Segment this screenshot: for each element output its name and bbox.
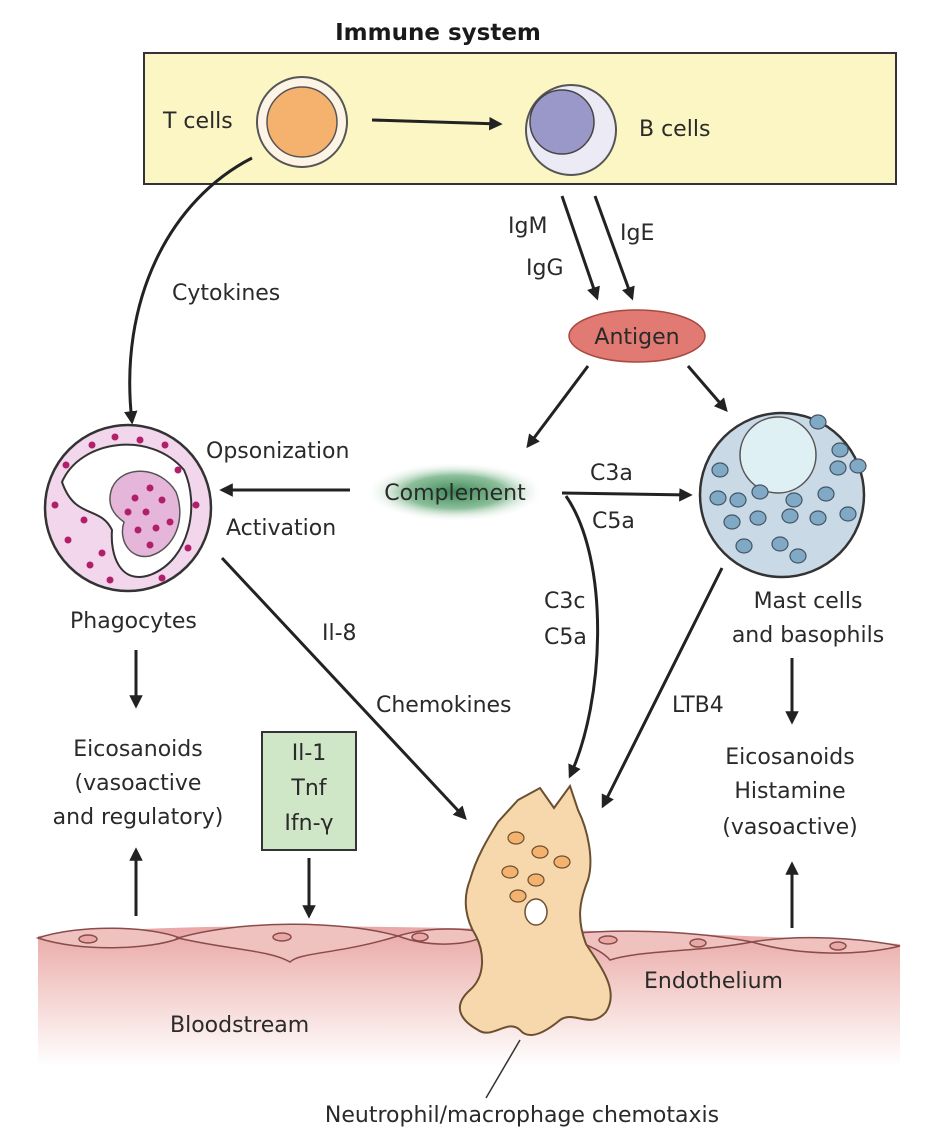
eicosanoids-right-line1: Eicosanoids <box>725 745 854 770</box>
neutrophil-icon <box>458 783 612 1036</box>
igg-label: IgG <box>526 256 564 281</box>
activation-label: Activation <box>226 516 336 541</box>
ige-arrow <box>593 195 635 301</box>
diagram-title: Immune system <box>335 20 541 46</box>
mast-cells-label-line2: and basophils <box>732 623 884 648</box>
antigen-node <box>568 309 706 363</box>
il8-label: Il-8 <box>322 621 357 646</box>
cytokine-box-line3: Ifn-γ <box>284 811 333 836</box>
t-to-b-arrow <box>371 116 503 131</box>
complement-to-neutrophil-arrow <box>564 495 600 779</box>
mast-cell-icon <box>698 411 867 579</box>
c3c-label: C3c <box>544 589 585 614</box>
phagocyte-icon <box>43 423 213 593</box>
igm-igg-arrow <box>560 195 600 301</box>
antigen-label: Antigen <box>594 325 679 350</box>
opsonization-label: Opsonization <box>206 439 349 464</box>
endothelium-label: Endothelium <box>644 969 783 994</box>
eicosanoids-left-line3: and regulatory) <box>53 805 224 830</box>
chemokines-label: Chemokines <box>376 693 512 718</box>
eicosanoids-left-line2: (vasoactive <box>75 771 202 796</box>
endothelium-layer <box>35 923 901 963</box>
bloodstream-label: Bloodstream <box>170 1013 309 1038</box>
eicosanoids-right-line3: (vasoactive) <box>722 815 857 840</box>
eicosanoids-left-line1: Eicosanoids <box>73 737 202 762</box>
cytokines-label: Cytokines <box>172 281 280 306</box>
ltb4-arrow <box>601 567 724 809</box>
cytokines-arrow <box>124 156 253 425</box>
t-cell-icon <box>256 76 348 168</box>
cytokine-box <box>261 731 357 851</box>
ltb4-label: LTB4 <box>672 693 724 718</box>
il8-chemokines-arrow <box>220 556 467 820</box>
cytokine-box-line1: Il-1 <box>292 741 327 766</box>
mast-cells-label-line1: Mast cells <box>754 589 863 614</box>
complement-label: Complement <box>384 481 526 506</box>
c3a-label: C3a <box>590 461 633 486</box>
igm-label: IgM <box>508 214 547 239</box>
neutrophil-caption: Neutrophil/macrophage chemotaxis <box>325 1103 719 1128</box>
c5a-right-label: C5a <box>592 509 635 534</box>
complement-to-mast-arrow <box>561 488 693 502</box>
caption-leader-line <box>485 1039 521 1099</box>
complement-node <box>365 462 545 522</box>
eicosanoids-right-line2: Histamine <box>734 779 845 804</box>
b-cell-icon <box>525 84 617 176</box>
antigen-to-mast-arrow <box>686 365 728 413</box>
antigen-to-complement-arrow <box>526 365 590 449</box>
t-cells-label: T cells <box>162 109 233 134</box>
b-cells-label: B cells <box>639 117 710 142</box>
ige-label: IgE <box>620 221 654 246</box>
phagocytes-label: Phagocytes <box>70 609 197 634</box>
cytokine-box-line2: Tnf <box>290 776 327 801</box>
c5a-down-label: C5a <box>544 625 587 650</box>
